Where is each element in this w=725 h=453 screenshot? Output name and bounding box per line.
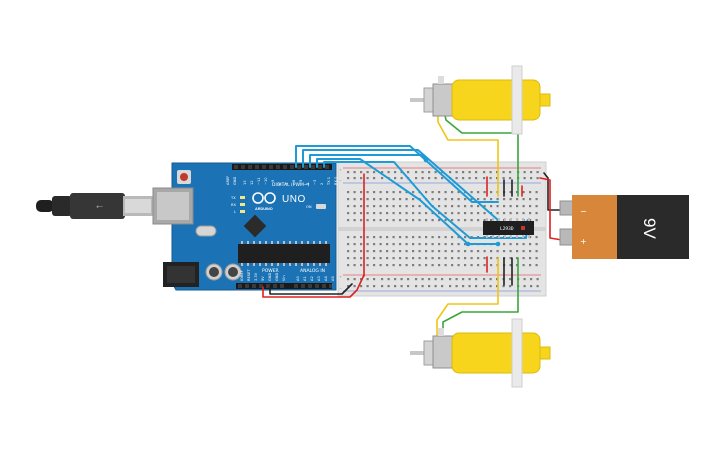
rx-label: RX	[231, 203, 236, 207]
wire-red-5v	[262, 274, 365, 298]
on-label: ON	[306, 205, 312, 209]
crystal	[195, 225, 217, 237]
pin-label: RX 0	[334, 176, 338, 185]
top-rail-plus: +	[339, 168, 342, 172]
pin-label: ~5	[299, 180, 303, 185]
wires	[262, 105, 563, 336]
arduino-brand: ARDUINO	[255, 207, 273, 211]
battery-black-body	[617, 195, 689, 259]
pin-label: 3.3V	[254, 272, 258, 281]
motor-terminal	[438, 328, 444, 336]
usb-cable: ⭠	[36, 193, 153, 219]
wire-blue-5	[323, 161, 529, 239]
wire-blue-3	[309, 154, 427, 168]
battery-plus-label: +	[580, 237, 587, 246]
pin-label: A0	[296, 276, 300, 281]
wire-blue-1	[295, 145, 499, 203]
usb-icon: ⭠	[96, 202, 103, 212]
motor-gearbox	[451, 332, 541, 374]
pin-label: TX 1	[327, 177, 331, 186]
wire-red-battery	[539, 177, 563, 241]
pin-label: ~6	[292, 179, 296, 185]
motor-axle	[511, 65, 523, 135]
motor-shaft	[410, 98, 424, 102]
analog-label: ANALOG IN	[300, 268, 325, 274]
wire-yellow-motor-top	[437, 105, 499, 197]
chip-label: L293D	[500, 226, 514, 232]
wire-blue-4	[316, 158, 499, 245]
wire-yellow-motor-bottom	[436, 257, 499, 336]
battery-minus-label: −	[580, 207, 587, 216]
pin-label: 2	[320, 183, 324, 185]
battery-orange-band	[572, 195, 618, 259]
pin-label: Vin	[282, 275, 286, 281]
top-rail-minus: −	[339, 179, 342, 183]
pin-label: 7	[285, 183, 289, 185]
on-led	[316, 204, 326, 209]
pin-label: A2	[310, 276, 314, 281]
tx-led	[240, 196, 245, 199]
pin-label: A3	[317, 276, 321, 281]
gnd-label: GND	[233, 177, 237, 185]
battery-label: 9V	[640, 218, 659, 239]
motor-axle	[511, 318, 523, 388]
pin-label: ~9	[271, 179, 275, 185]
bottom-rail-minus: −	[339, 287, 342, 291]
wire-black-battery	[543, 172, 563, 211]
tx-label: TX	[230, 196, 236, 200]
l-led	[240, 210, 245, 213]
dc-motor-top[interactable]	[410, 65, 551, 135]
battery-9v[interactable]: 9V − +	[559, 195, 689, 259]
wire-black-gnd	[269, 283, 353, 295]
rx-led	[240, 203, 245, 206]
pin-label: GND	[268, 273, 272, 281]
motor-terminal	[438, 76, 444, 84]
pin-label: 4	[306, 182, 310, 185]
motor-shaft	[410, 351, 424, 355]
power-label: POWER	[262, 268, 279, 274]
pin-label: RESET	[247, 269, 251, 281]
arduino-model: UNO	[282, 194, 306, 205]
pin-label: 5V	[261, 276, 265, 281]
pin-label: IOREF	[240, 270, 244, 281]
wire-blue-2	[302, 149, 499, 221]
l-label: L	[234, 210, 236, 214]
pin-label: ~3	[313, 180, 317, 185]
pin-label: A5	[331, 276, 335, 281]
aref-label: AREF	[226, 176, 230, 185]
dc-motor-bottom[interactable]	[410, 318, 551, 388]
atmega-chip	[238, 244, 330, 263]
arduino-logo-icon	[252, 192, 276, 204]
digital-header	[232, 164, 332, 170]
pin-label: 13	[243, 180, 247, 185]
wire-green-motor-bottom	[442, 257, 519, 336]
pin-label: ~11	[257, 177, 261, 185]
bottom-rail-plus: +	[339, 275, 342, 279]
pin-label: 8	[278, 182, 282, 185]
pin-label: A1	[303, 276, 307, 281]
pin-label: 12	[250, 180, 254, 185]
pin-label: ~10	[264, 177, 268, 185]
digital-label: DIGITAL (PWM~)	[272, 182, 310, 188]
pin-label: GND	[275, 273, 279, 281]
l293d-chip[interactable]: L293D	[483, 218, 534, 238]
pin-label: A4	[324, 276, 328, 281]
motor-gearbox	[451, 79, 541, 121]
chip-notch	[521, 226, 525, 230]
